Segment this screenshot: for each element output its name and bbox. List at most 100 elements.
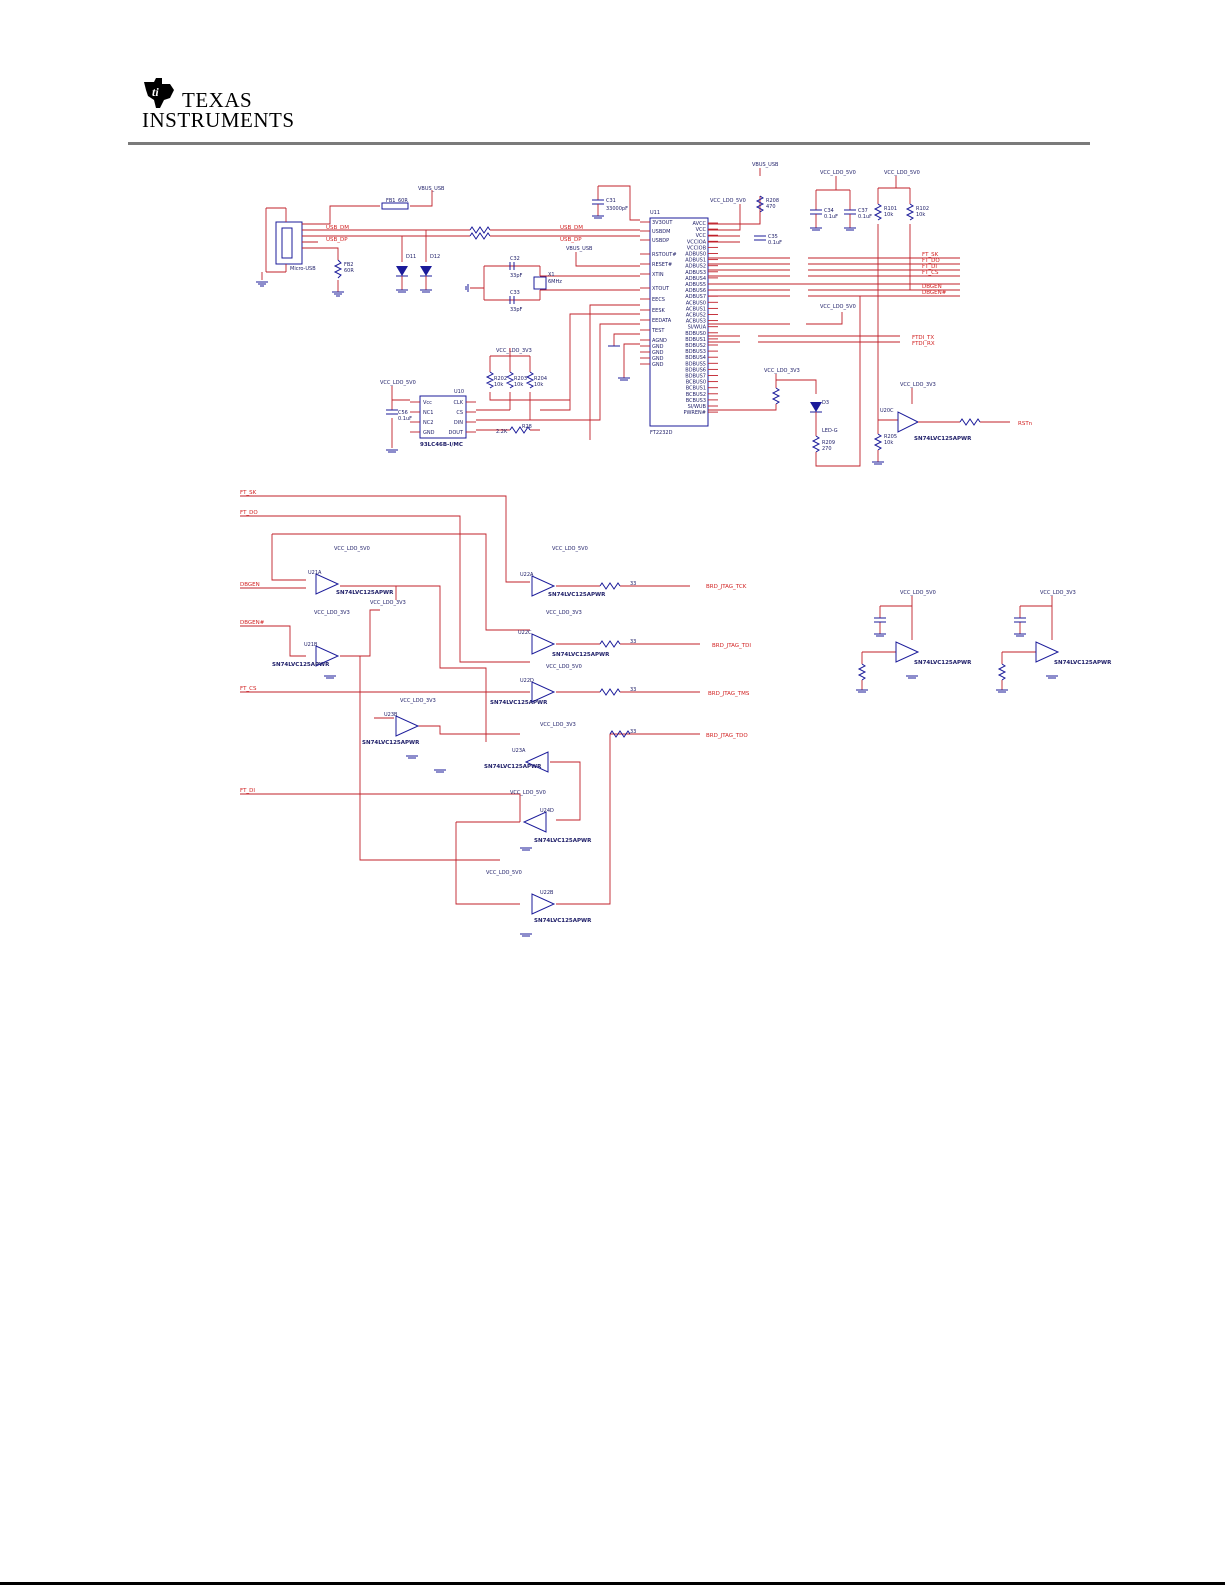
svg-text:10k: 10k [514, 382, 523, 388]
net-jtag-tdo: BRD_JTAG_TDO [706, 733, 748, 739]
svg-text:SN74LVC125APWR: SN74LVC125APWR [548, 592, 606, 598]
ft2232d-body [649, 217, 709, 427]
ftdi-pin-right: BDBUS0 [685, 331, 706, 337]
ftdi-pin-right: ADBUS0 [685, 252, 706, 258]
ferrite-fb1-label: FB1 [386, 198, 396, 204]
net-ft-sk: FT_SK [922, 252, 939, 258]
svg-text:R202: R202 [494, 376, 507, 382]
svg-text:SN74LVC125APWR: SN74LVC125APWR [534, 838, 592, 844]
ti-logo-mark: ti [144, 78, 174, 108]
ftdi-pin-right: SI/WUB [688, 404, 707, 410]
svg-text:R28: R28 [522, 424, 532, 430]
ftdi-pin-left: RESET# [652, 262, 672, 268]
buffer-u23b [395, 715, 420, 737]
ftdi-pin-right: SI/WUA [688, 325, 707, 331]
svg-text:U23B: U23B [384, 712, 398, 718]
eeprom-pin-right: CLK [453, 400, 463, 406]
svg-text:SN74LVC125APWR: SN74LVC125APWR [914, 660, 972, 666]
svg-text:VCC_LDO_5V0: VCC_LDO_5V0 [884, 170, 920, 176]
svg-text:U21A: U21A [308, 570, 322, 576]
ftdi-pin-left: USBDP [652, 238, 669, 244]
svg-text:VBUS_USB: VBUS_USB [566, 246, 593, 252]
brand-line-1: TEXAS [182, 88, 253, 112]
svg-text:SN74LVC125APWR: SN74LVC125APWR [272, 662, 330, 668]
net-ft-di-bottom: FT_DI [240, 788, 255, 794]
ftdi-pin-right: PWREN# [683, 410, 706, 416]
svg-text:C34: C34 [824, 208, 834, 214]
ftdi-pin-right: BCBUS1 [686, 386, 706, 392]
decoupling-caps: VCC_LDO_5V0 C34 0.1uF C37 0.1uF VCC_LDO_… [810, 170, 929, 290]
ftdi-pin-right: BDBUS1 [685, 337, 706, 343]
net-ft-di: FT_DI [922, 264, 937, 270]
ftdi-pin-right: ACBUS3 [686, 319, 706, 325]
spare-buffers: VCC_LDO_5V0 SN74LVC125APWR VCC_LDO_3V3 S… [856, 590, 1112, 693]
ftdi-pin-right: BDBUS6 [685, 367, 706, 373]
ft2232d-chip: U11 FT2232D 3V3OUTUSBDMUSBDPRSTOUT#RESET… [480, 210, 718, 440]
svg-text:33: 33 [630, 729, 636, 735]
svg-text:U20C: U20C [880, 408, 894, 414]
svg-text:R204: R204 [534, 376, 547, 382]
net-ftdi-rx: FTDI_RX [912, 341, 935, 347]
svg-text:33: 33 [630, 581, 636, 587]
svg-text:VBUS_USB: VBUS_USB [752, 162, 779, 168]
svg-text:R209: R209 [822, 440, 835, 446]
svg-text:U22B: U22B [540, 890, 554, 896]
ftdi-pin-left: AGND [652, 338, 667, 344]
vbus-label: VBUS_USB [418, 186, 445, 192]
svg-text:VCC_LDO_5V0: VCC_LDO_5V0 [710, 198, 746, 204]
svg-text:USB_DP: USB_DP [560, 237, 582, 243]
ftdi-pin-left: GND [652, 356, 664, 362]
ftdi-pin-left: TEST [651, 328, 665, 334]
ftdi-pin-left: GND [652, 350, 664, 356]
ftdi-pin-right: BCBUS0 [686, 380, 706, 386]
svg-text:C37: C37 [858, 208, 868, 214]
usb-connector-body [275, 221, 303, 265]
svg-text:6MHz: 6MHz [548, 279, 562, 285]
svg-text:X1: X1 [548, 272, 555, 278]
ftdi-pin-left: EECS [652, 297, 665, 303]
svg-text:60R: 60R [344, 268, 354, 274]
svg-text:2.2K: 2.2K [496, 429, 508, 435]
eeprom-pin-left: Vcc [423, 400, 432, 406]
svg-text:U23A: U23A [512, 748, 526, 754]
ftdi-pin-left: EESK [652, 308, 665, 314]
header-rule [128, 142, 1090, 145]
svg-text:C32: C32 [510, 256, 520, 262]
svg-text:VCC_LDO_5V0: VCC_LDO_5V0 [820, 304, 856, 310]
svg-text:R102: R102 [916, 206, 929, 212]
ftdi-pin-left: GND [652, 344, 664, 350]
net-jtag-tms: BRD_JTAG_TMS [708, 691, 750, 697]
svg-text:SN74LVC125APWR: SN74LVC125APWR [1054, 660, 1112, 666]
svg-text:33: 33 [630, 639, 636, 645]
ft2232d-ref: U11 [650, 210, 660, 216]
usb-dm-net-left: USB_DM [326, 225, 349, 231]
svg-text:VCC_LDO_5V0: VCC_LDO_5V0 [900, 590, 936, 596]
ftdi-pin-right: ADBUS5 [685, 282, 706, 288]
svg-text:0.1uF: 0.1uF [398, 416, 412, 422]
eeprom-pin-left: GND [423, 430, 435, 436]
svg-text:VCC_LDO_5V0: VCC_LDO_5V0 [820, 170, 856, 176]
svg-text:VCC_LDO_3V3: VCC_LDO_3V3 [540, 722, 576, 728]
ftdi-pin-left: 3V3OUT [652, 220, 673, 226]
ftdi-pin-left: EEDATA [652, 318, 672, 324]
svg-text:VCC_LDO_3V3: VCC_LDO_3V3 [546, 610, 582, 616]
ftdi-pin-right: ADBUS3 [685, 270, 706, 276]
svg-text:SN74LVC125APWR: SN74LVC125APWR [914, 436, 972, 442]
svg-text:R208: R208 [766, 198, 779, 204]
ftdi-pin-right: ADBUS1 [685, 258, 706, 264]
buffer-u23a [524, 751, 549, 773]
svg-text:VCC_LDO_5V0: VCC_LDO_5V0 [486, 870, 522, 876]
ftdi-pin-right: ADBUS7 [685, 294, 706, 300]
svg-text:R205: R205 [884, 434, 897, 440]
net-ftdi-tx: FTDI_TX [912, 335, 934, 341]
svg-text:R203: R203 [514, 376, 527, 382]
usb-connector-label: Micro-USB [290, 266, 316, 272]
svg-text:SN74LVC125APWR: SN74LVC125APWR [484, 764, 542, 770]
ftdi-output-nets: VBUS_USB VCC_LDO_5V0 R208 470 C35 0.1uF … [708, 162, 960, 347]
net-dbgen-n: DBGEN# [922, 290, 947, 296]
ftdi-pin-right: VCCIOB [687, 245, 707, 251]
svg-text:C35: C35 [768, 234, 778, 240]
ftdi-pin-right: VCCIOA [687, 239, 707, 245]
net-ft-do: FT_DO [922, 258, 940, 264]
svg-text:270: 270 [822, 446, 832, 452]
